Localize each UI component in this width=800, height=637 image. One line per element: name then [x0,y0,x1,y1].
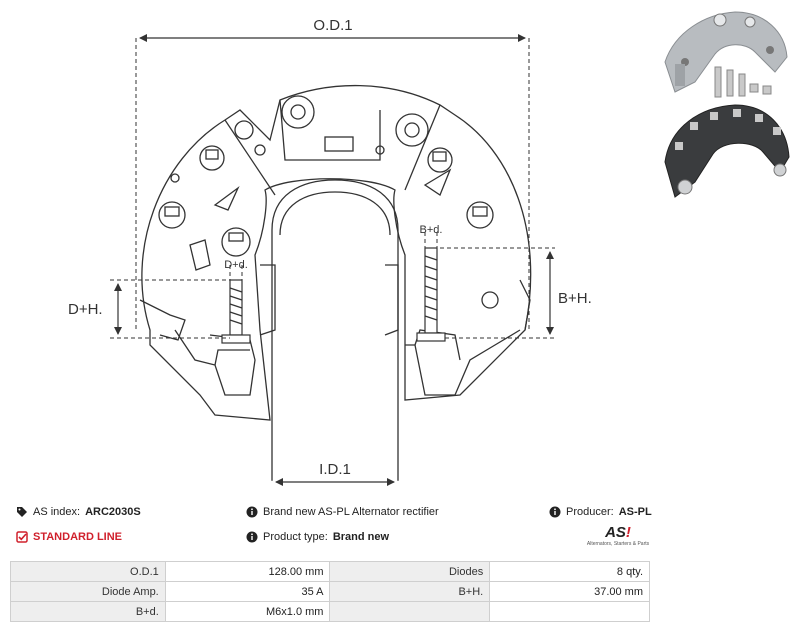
hole-center [281,95,315,129]
center-slot [271,179,399,480]
product-type-row: Product type: Brand new [246,531,389,543]
spec-key: B+d. [10,601,166,622]
table-row: Diode Amp. 35 A B+H. 37.00 mm [10,581,650,602]
producer-row: Producer: AS-PL [549,506,652,518]
bolts-photo [714,66,772,98]
tag-icon [16,506,28,518]
as-index-value: ARC2030S [85,506,141,518]
producer-label: Producer: [566,506,614,518]
rectifier-outline [141,84,532,421]
product-photos [664,11,790,198]
logo-text: AS [605,524,626,541]
description-text: Brand new AS-PL Alternator rectifier [263,506,439,518]
as-index-label: AS index: [33,506,81,518]
description-row: Brand new AS-PL Alternator rectifier [246,506,439,518]
bd-label: B+d. [420,224,443,236]
table-row: O.D.1 128.00 mm Diodes 8 qty. [10,561,650,582]
spec-key: Diode Amp. [10,581,166,602]
standard-line-label: STANDARD LINE [33,531,123,543]
rectifier-photo-bottom [664,104,790,198]
spec-key: Diodes [329,561,491,582]
spec-value: 8 qty. [489,561,650,582]
bolt-right [416,247,446,342]
dd-label: D+d. [224,259,248,271]
hole-right [395,113,429,147]
info-icon [246,531,258,543]
spec-key: O.D.1 [10,561,166,582]
spec-key [329,601,491,622]
product-type-label: Product type: [263,531,328,543]
spec-value: 37.00 mm [489,581,650,602]
spec-value: 128.00 mm [164,561,331,582]
spec-table: O.D.1 128.00 mm Diodes 8 qty. Diode Amp.… [10,561,650,622]
id-label: I.D.1 [319,461,351,478]
as-index-row: AS index: ARC2030S [16,506,141,518]
spec-value: M6x1.0 mm [164,601,331,622]
bh-label: B+H. [558,290,592,307]
od-label: O.D.1 [313,17,352,34]
logo-tagline: Alternators, Starters & Parts [586,541,650,547]
info-icon [549,506,561,518]
as-pl-logo: AS! Alternators, Starters & Parts [586,524,650,548]
producer-value: AS-PL [618,506,652,518]
standard-line-row: STANDARD LINE [16,531,122,543]
checkbox-checked-icon [16,531,28,543]
bolt-left [221,279,251,344]
spec-value [489,601,650,622]
rectifier-photo-top [664,11,788,93]
spec-key: B+H. [329,581,491,602]
rectifier-technical-drawing: O.D.1 I.D.1 D+H. B+H. D+d. B+d. [68,17,592,486]
info-icon [246,506,258,518]
product-type-value: Brand new [332,531,390,543]
spec-value: 35 A [164,581,331,602]
table-row: B+d. M6x1.0 mm [10,601,650,622]
dh-label: D+H. [68,301,103,318]
